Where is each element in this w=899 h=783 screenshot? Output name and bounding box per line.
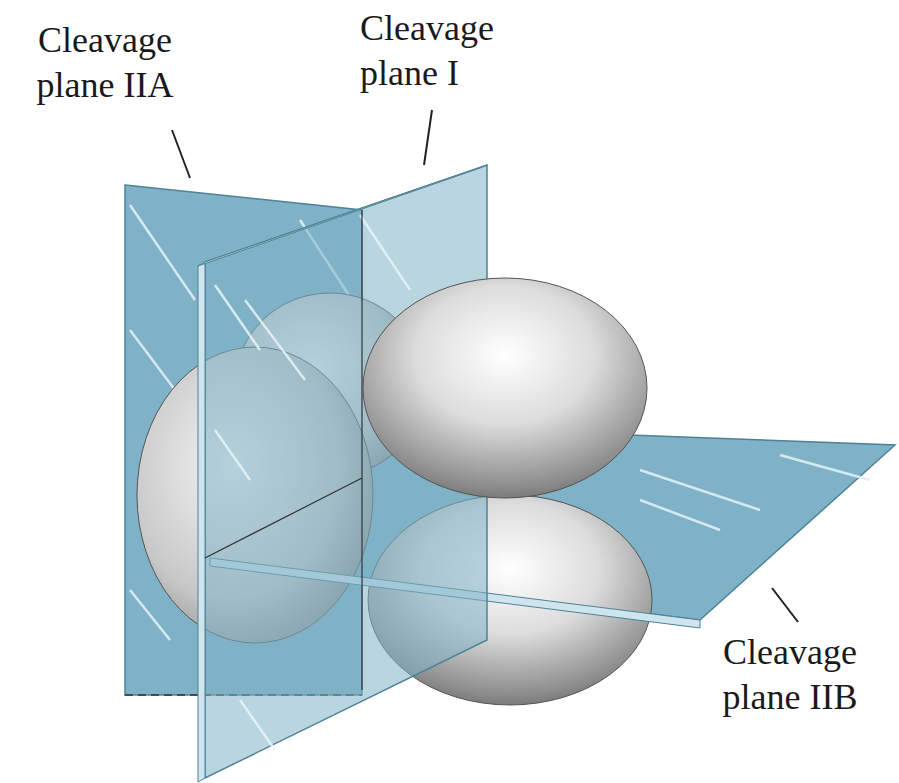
plane-streaks (215, 215, 410, 750)
leader-line (772, 588, 798, 622)
plane-label: Cleavage plane IIB (690, 630, 890, 720)
plane-edge (198, 262, 205, 782)
leader-line (424, 110, 432, 165)
plane-streaks (640, 455, 870, 530)
plane-edge (198, 165, 487, 266)
blastomere (363, 278, 647, 498)
plane-intersection (205, 478, 362, 558)
leader-line (172, 130, 190, 178)
plane-label: Cleavage plane IIA (5, 18, 205, 108)
plane-intersection (361, 210, 362, 690)
plane-label: Cleavage plane I (360, 6, 560, 96)
leader-lines (172, 110, 798, 622)
